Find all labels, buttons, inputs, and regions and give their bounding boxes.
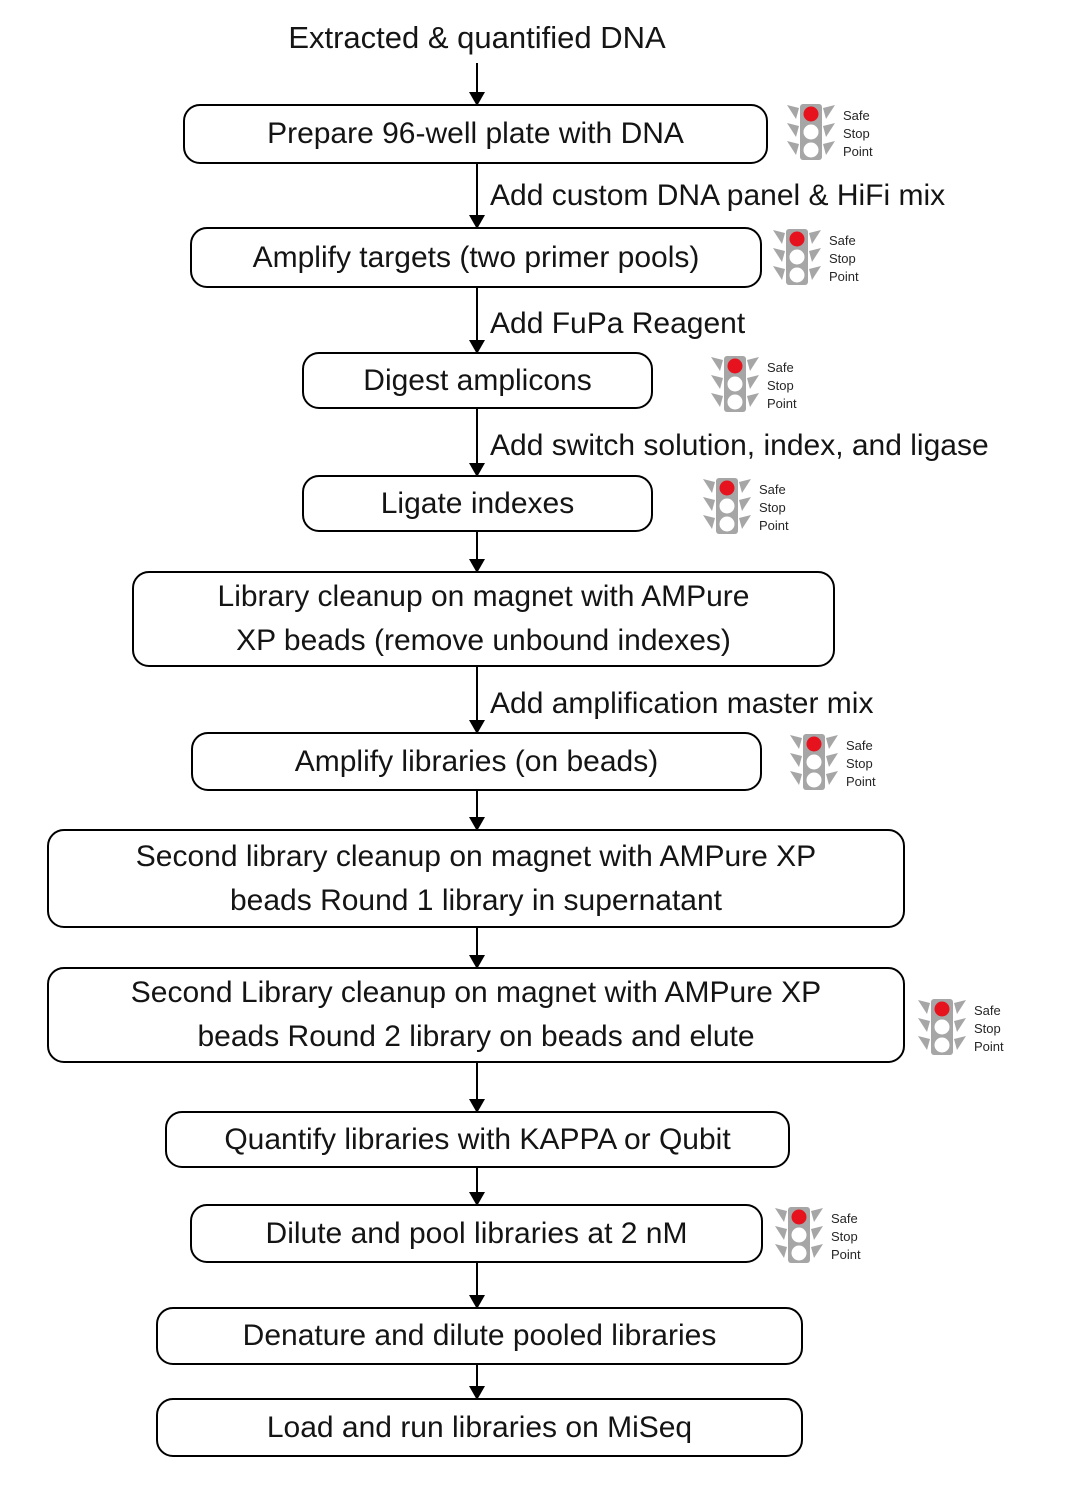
flow-step-library-cleanup: Library cleanup on magnet with AMPure XP… bbox=[132, 571, 835, 667]
arrow-label-add-fupa-reagent: Add FuPa Reagent bbox=[490, 307, 746, 340]
flow-step-second-cleanup-round-1: Second library cleanup on magnet with AM… bbox=[47, 829, 905, 928]
traffic-light-icon bbox=[710, 356, 760, 412]
safe-stop-point-indicator: Safe Stop Point bbox=[710, 356, 797, 413]
flow-arrow-down bbox=[469, 791, 485, 831]
safe-stop-point-indicator: Safe Stop Point bbox=[774, 1207, 861, 1264]
arrow-label-add-master-mix: Add amplification master mix bbox=[490, 687, 874, 720]
flow-arrow-down bbox=[469, 928, 485, 969]
safe-stop-point-label: Safe Stop Point bbox=[843, 108, 873, 159]
traffic-light-icon bbox=[774, 1207, 824, 1263]
flow-step-ligate-indexes: Ligate indexes bbox=[302, 475, 653, 532]
flow-arrow-down bbox=[469, 1063, 485, 1113]
safe-stop-point-label: Safe Stop Point bbox=[759, 482, 789, 533]
safe-stop-point-indicator: Safe Stop Point bbox=[786, 104, 873, 161]
safe-stop-point-indicator: Safe Stop Point bbox=[772, 229, 859, 286]
flow-arrow-down bbox=[469, 1365, 485, 1400]
flow-step-second-cleanup-round-2: Second Library cleanup on magnet with AM… bbox=[47, 967, 905, 1063]
flow-arrow-down bbox=[469, 1168, 485, 1206]
flow-arrow-down bbox=[469, 164, 485, 229]
safe-stop-point-indicator: Safe Stop Point bbox=[702, 478, 789, 535]
flow-step-amplify-targets: Amplify targets (two primer pools) bbox=[190, 227, 762, 288]
traffic-light-icon bbox=[917, 999, 967, 1055]
traffic-light-icon bbox=[702, 478, 752, 534]
flow-arrow-down bbox=[469, 409, 485, 477]
flow-arrow-down bbox=[469, 63, 485, 106]
traffic-light-icon bbox=[786, 104, 836, 160]
flow-arrow-down bbox=[469, 667, 485, 734]
safe-stop-point-indicator: Safe Stop Point bbox=[789, 734, 876, 791]
flow-step-quantify-libraries: Quantify libraries with KAPPA or Qubit bbox=[165, 1111, 790, 1168]
flow-step-dilute-pool-libraries: Dilute and pool libraries at 2 nM bbox=[190, 1204, 763, 1263]
traffic-light-icon bbox=[789, 734, 839, 790]
flow-arrow-down bbox=[469, 288, 485, 354]
safe-stop-point-label: Safe Stop Point bbox=[767, 360, 797, 411]
safe-stop-point-label: Safe Stop Point bbox=[831, 1211, 861, 1262]
arrow-label-add-switch-solution: Add switch solution, index, and ligase bbox=[490, 429, 989, 462]
flow-start-label: Extracted & quantified DNA bbox=[288, 20, 666, 55]
flow-arrow-down bbox=[469, 1262, 485, 1309]
traffic-light-icon bbox=[772, 229, 822, 285]
safe-stop-point-label: Safe Stop Point bbox=[829, 233, 859, 284]
safe-stop-point-label: Safe Stop Point bbox=[974, 1003, 1004, 1054]
flow-step-load-run-miseq: Load and run libraries on MiSeq bbox=[156, 1398, 803, 1457]
arrow-label-add-custom-panel: Add custom DNA panel & HiFi mix bbox=[490, 179, 946, 212]
safe-stop-point-label: Safe Stop Point bbox=[846, 738, 876, 789]
flow-arrow-down bbox=[469, 532, 485, 573]
flow-step-amplify-libraries: Amplify libraries (on beads) bbox=[191, 732, 762, 791]
flow-step-digest-amplicons: Digest amplicons bbox=[302, 352, 653, 409]
safe-stop-point-indicator: Safe Stop Point bbox=[917, 999, 1004, 1056]
flow-step-denature-dilute: Denature and dilute pooled libraries bbox=[156, 1307, 803, 1365]
flow-step-prepare-96-well-plate: Prepare 96-well plate with DNA bbox=[183, 104, 768, 164]
